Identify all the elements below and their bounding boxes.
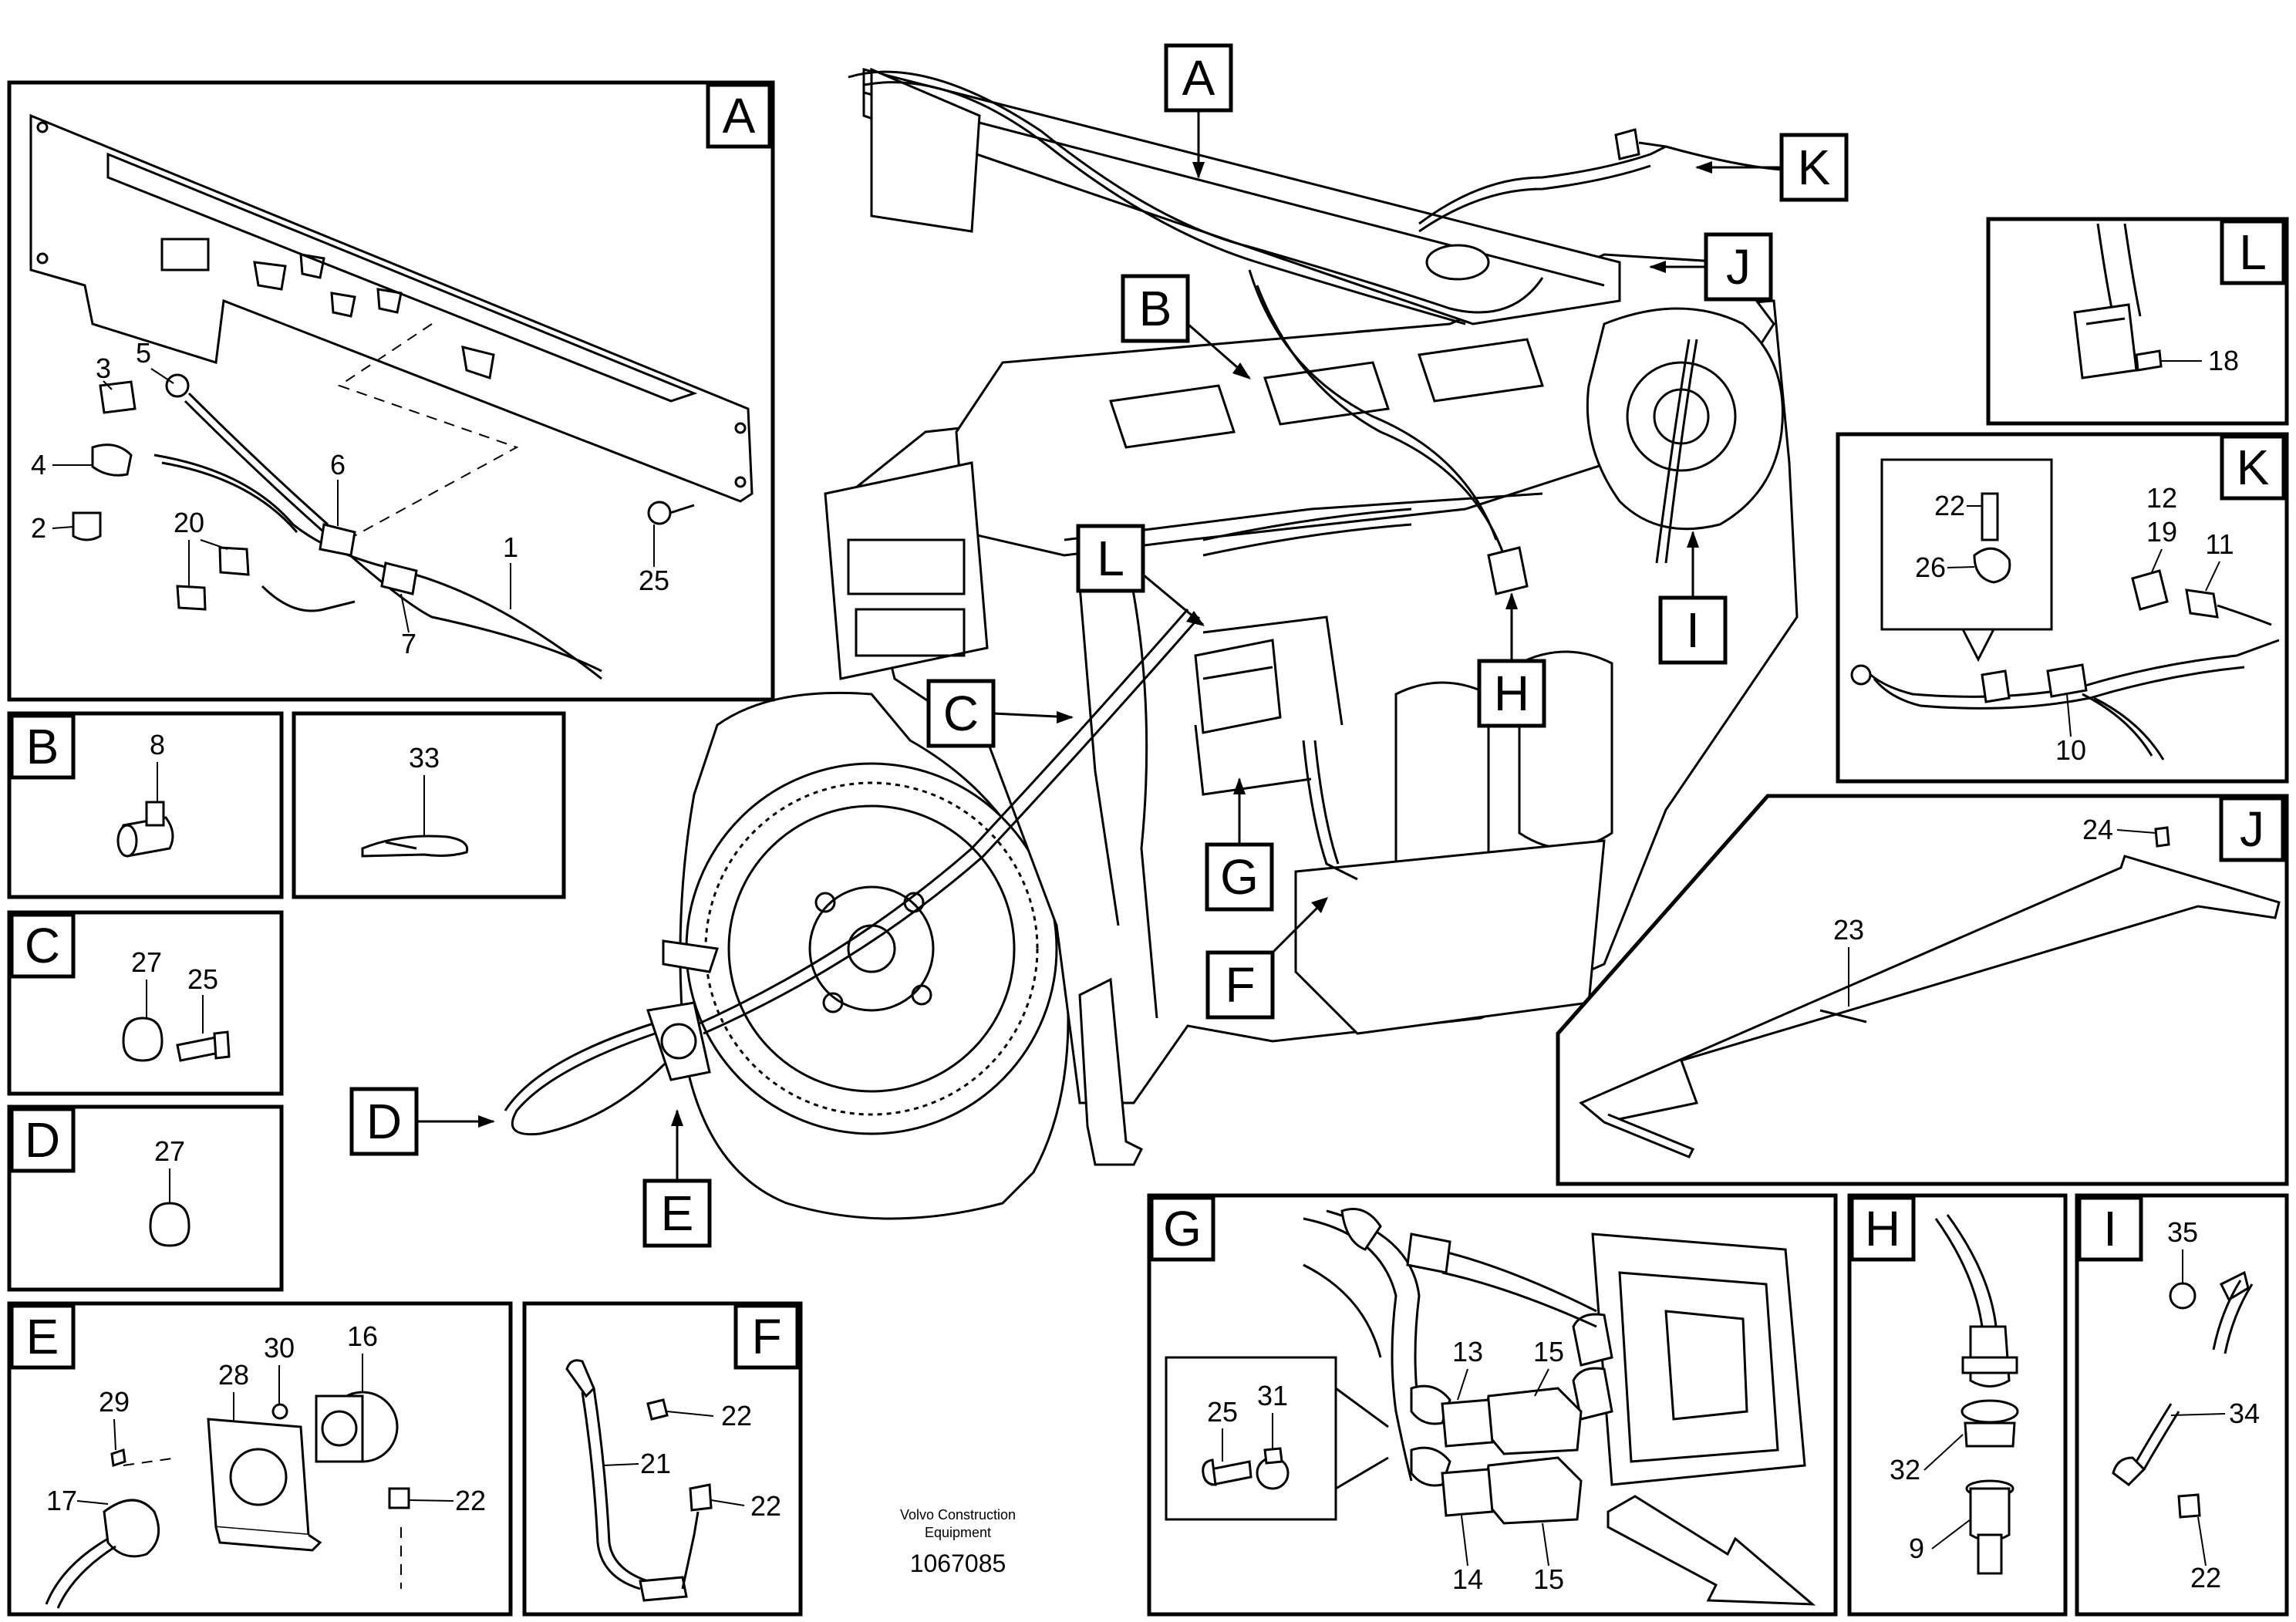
label-23: 23 (1833, 914, 1864, 946)
label-21: 21 (640, 1448, 671, 1479)
label-8: 8 (150, 729, 165, 760)
callout-i-text: I (1686, 602, 1700, 658)
panel-c: C 27 25 (7, 910, 284, 1096)
label-6: 6 (330, 449, 346, 481)
label-3: 3 (96, 352, 111, 384)
callout-l (1076, 524, 1145, 593)
label-2: 2 (31, 512, 46, 544)
label-32: 32 (1890, 1454, 1920, 1485)
panel-d: D 27 (7, 1104, 284, 1292)
label-22: 22 (1934, 490, 1965, 521)
footer-number: 1067085 (910, 1549, 1006, 1577)
panel-c-tag: C (25, 918, 60, 973)
callout-k (1779, 133, 1849, 202)
callout-k-text: K (1798, 140, 1831, 195)
panel-l-tag: L (2239, 224, 2267, 280)
callout-f-text: F (1225, 957, 1255, 1013)
label-14: 14 (1452, 1563, 1483, 1595)
label-25: 25 (1207, 1396, 1238, 1428)
panel-b-tag: B (26, 719, 59, 774)
footer-line2: Equipment (925, 1525, 991, 1540)
label-27: 27 (154, 1135, 185, 1167)
label-18: 18 (2208, 345, 2239, 376)
label-29: 29 (99, 1386, 130, 1418)
callout-b (1121, 274, 1190, 343)
label-26: 26 (1915, 551, 1946, 583)
label-20: 20 (174, 507, 204, 538)
label-13: 13 (1452, 1336, 1483, 1367)
label-28: 28 (218, 1359, 249, 1391)
label-12: 12 (2146, 482, 2177, 514)
label-19: 19 (2146, 516, 2177, 548)
callout-h (1477, 659, 1546, 728)
callout-a-text: A (1182, 50, 1215, 106)
callout-j-text: J (1726, 239, 1751, 295)
panel-g-tag: G (1163, 1201, 1202, 1256)
callout-c-text: C (943, 686, 979, 741)
callout-h-text: H (1494, 666, 1529, 721)
main-callouts: A K J B L C H I G F (349, 43, 1849, 1248)
panel-h-tag: H (1865, 1201, 1900, 1256)
label-5: 5 (136, 337, 151, 369)
panel-a: A 3 5 4 2 6 (7, 80, 775, 702)
panel-k: K 22 26 12 19 11 10 (1836, 432, 2289, 784)
label-34: 34 (2229, 1398, 2260, 1429)
panel-b: B 8 (7, 711, 284, 899)
callout-b-text: B (1139, 281, 1172, 336)
panel-i: I 35 34 22 (2075, 1193, 2289, 1617)
panel-e: E 29 28 30 16 17 22 (7, 1301, 513, 1617)
label-17: 17 (46, 1485, 77, 1516)
label-33: 33 (409, 742, 440, 774)
footer-line1: Volvo Construction (900, 1507, 1016, 1523)
label-1: 1 (503, 531, 518, 563)
label-35: 35 (2167, 1216, 2198, 1248)
panel-g: G 25 31 13 15 (1147, 1193, 1838, 1617)
panel-j: J 24 23 (1556, 794, 2289, 1186)
label-10: 10 (2055, 734, 2086, 766)
panel-j-tag: J (2240, 801, 2264, 857)
label-30: 30 (264, 1332, 295, 1364)
label-11: 11 (2205, 528, 2234, 560)
label-22-top: 22 (721, 1400, 752, 1431)
panel-f-tag: F (751, 1309, 781, 1364)
panel-h: H 32 9 (1847, 1193, 2068, 1617)
callout-j (1704, 232, 1773, 302)
footer: Volvo Construction Equipment 1067085 (900, 1507, 1016, 1577)
panel-e-tag: E (26, 1309, 59, 1364)
label-15-bottom: 15 (1533, 1563, 1564, 1595)
callout-f (1205, 950, 1275, 1020)
panel-a-tag: A (723, 88, 756, 143)
callout-i (1658, 595, 1728, 665)
label-25: 25 (187, 963, 218, 995)
label-7: 7 (401, 628, 416, 659)
label-16: 16 (347, 1320, 378, 1352)
callout-g-text: G (1220, 849, 1259, 905)
label-15-top: 15 (1533, 1336, 1564, 1367)
callout-e-text: E (661, 1185, 694, 1241)
label-22: 22 (455, 1485, 486, 1516)
label-22: 22 (2190, 1562, 2221, 1593)
panel-l: L 18 (1986, 217, 2289, 426)
panel-f: F 22 21 22 (522, 1301, 803, 1617)
panel-tie: 33 (292, 711, 566, 899)
label-31: 31 (1257, 1380, 1288, 1411)
label-4: 4 (31, 449, 46, 481)
callout-l-text: L (1097, 531, 1124, 586)
label-22-bottom: 22 (750, 1490, 781, 1522)
label-24: 24 (2082, 814, 2113, 845)
panel-d-tag: D (25, 1112, 60, 1168)
label-25: 25 (639, 565, 669, 596)
label-27: 27 (131, 946, 162, 978)
callout-d-text: D (366, 1094, 402, 1149)
panel-k-tag: K (2237, 440, 2270, 495)
label-9: 9 (1909, 1533, 1924, 1564)
callout-a (1164, 43, 1233, 113)
panel-i-tag: I (2103, 1201, 2117, 1256)
